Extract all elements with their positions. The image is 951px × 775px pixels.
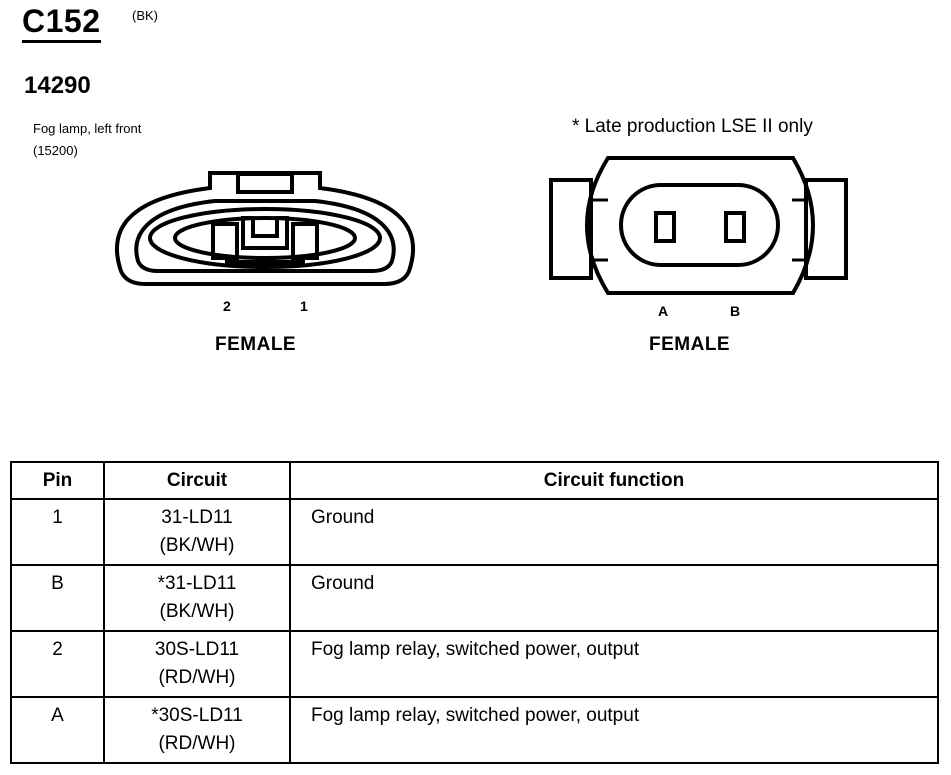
header-circuit-function: Circuit function: [289, 461, 939, 500]
left-connector-terminal-2: [211, 222, 239, 260]
right-connector-left-ear: [549, 178, 593, 280]
circuit-id: *31-LD11: [157, 573, 237, 594]
left-connector-inner-shell: [134, 199, 396, 273]
function-cell: Fog lamp relay, switched power, output: [289, 630, 939, 698]
function-cell: Ground: [289, 498, 939, 566]
pin-cell: 1: [10, 498, 105, 566]
late-production-note: * Late production LSE II only: [572, 116, 813, 137]
left-connector-terminal-1: [291, 222, 319, 260]
circuit-cell: 31-LD11 (BK/WH): [103, 498, 291, 566]
circuit-cell: 30S-LD11 (RD/WH): [103, 630, 291, 698]
left-connector-outer-shell: [114, 171, 416, 286]
circuit-id: 30S-LD11: [154, 639, 240, 660]
table-header-row: Pin Circuit Circuit function: [10, 461, 939, 500]
right-connector-terminal-A: [654, 211, 676, 243]
pin-table: Pin Circuit Circuit function 1 31-LD11 (B…: [10, 461, 939, 764]
pin-cell: B: [10, 564, 105, 632]
right-connector-body: [585, 156, 815, 295]
function-cell: Ground: [289, 564, 939, 632]
table-row: B *31-LD11 (BK/WH) Ground: [10, 564, 939, 632]
right-pin-label-B: B: [730, 303, 741, 319]
part-number: 14290: [24, 72, 91, 99]
left-connector-face: [148, 207, 382, 269]
left-pin-label-2: 2: [223, 298, 231, 314]
right-connector-face: [619, 183, 780, 267]
circuit-cell: *31-LD11 (BK/WH): [103, 564, 291, 632]
function-cell: Fog lamp relay, switched power, output: [289, 696, 939, 764]
connector-description: Fog lamp, left front: [33, 121, 142, 136]
wire-color: (BK/WH): [159, 535, 235, 556]
connector-color: (BK): [132, 8, 158, 23]
right-connector-terminal-B: [724, 211, 746, 243]
left-connector-face-inner: [173, 216, 357, 260]
table-row: 1 31-LD11 (BK/WH) Ground: [10, 498, 939, 566]
header-circuit: Circuit: [103, 461, 291, 500]
left-connector-latch: [236, 172, 294, 194]
connector-description-code: (15200): [33, 143, 78, 158]
header-pin: Pin: [10, 461, 105, 500]
left-connector-key: [241, 216, 289, 250]
right-connector-gender: FEMALE: [649, 334, 731, 355]
right-connector-right-ear: [804, 178, 848, 280]
left-pin-label-1: 1: [300, 298, 308, 314]
right-connector-drawing: [549, 156, 848, 295]
table-row: A *30S-LD11 (RD/WH) Fog lamp relay, switc…: [10, 696, 939, 764]
table-row: 2 30S-LD11 (RD/WH) Fog lamp relay, switch…: [10, 630, 939, 698]
circuit-id: *30S-LD11: [151, 705, 243, 726]
wire-color: (BK/WH): [159, 601, 235, 622]
right-pin-label-A: A: [658, 303, 669, 319]
wire-color: (RD/WH): [158, 667, 236, 688]
circuit-id: 31-LD11: [161, 507, 233, 528]
circuit-cell: *30S-LD11 (RD/WH): [103, 696, 291, 764]
pin-cell: A: [10, 696, 105, 764]
connector-id: C152: [22, 4, 101, 43]
wire-color: (RD/WH): [158, 733, 236, 754]
left-connector-drawing: [114, 171, 416, 286]
left-connector-gender: FEMALE: [215, 334, 297, 355]
pin-cell: 2: [10, 630, 105, 698]
